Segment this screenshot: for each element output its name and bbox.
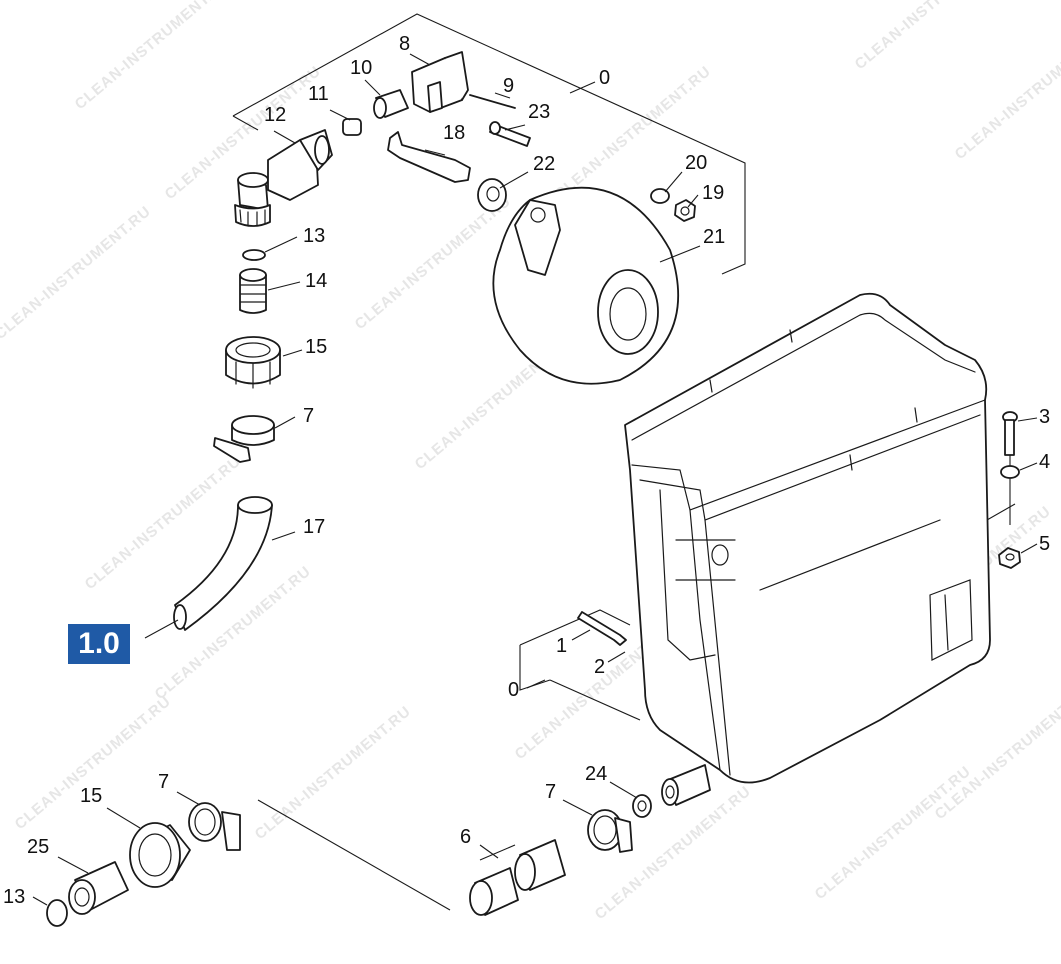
water-tank — [624, 292, 991, 784]
part-label-23: 23 — [528, 101, 550, 123]
union-nut — [129, 822, 191, 888]
part-label-15: 15 — [80, 785, 102, 807]
watermark: CLEAN-INSTRUMENT.RU — [932, 683, 1061, 823]
part-label-4: 4 — [1039, 451, 1050, 473]
watermark: CLEAN-INSTRUMENT.RU — [552, 63, 715, 203]
part-label-21: 21 — [703, 226, 725, 248]
float-ball — [492, 186, 680, 385]
leader-lines — [32, 53, 1038, 906]
part-label-8: 8 — [399, 33, 410, 55]
watermark: CLEAN-INSTRUMENT.RU — [252, 703, 415, 843]
part-label-0: 0 — [599, 67, 610, 89]
part-label-11: 11 — [308, 83, 329, 105]
screw — [489, 121, 531, 147]
watermark: CLEAN-INSTRUMENT.RU — [812, 763, 975, 903]
watermark: CLEAN-INSTRUMENT.RU — [952, 23, 1061, 163]
part-label-10: 10 — [350, 57, 372, 79]
watermark: CLEAN-INSTRUMENT.RU — [352, 193, 515, 333]
bolt — [1002, 411, 1018, 456]
watermark: CLEAN-INSTRUMENT.RU — [12, 693, 175, 833]
sleeve — [373, 89, 409, 119]
part-label-13: 13 — [303, 225, 325, 247]
cotter-pin — [577, 611, 627, 646]
washer — [1000, 465, 1020, 479]
part-label-9: 9 — [503, 75, 514, 97]
float-lever — [387, 131, 471, 183]
part-label-7: 7 — [545, 781, 556, 803]
part-label-7: 7 — [158, 771, 169, 793]
hose-nipple — [68, 861, 129, 915]
o-ring — [242, 249, 266, 261]
part-label-17: 17 — [303, 516, 325, 538]
elbow-fitting — [234, 129, 333, 227]
union-nut — [225, 336, 281, 389]
part-number-labels: 0 8 9 10 11 12 18 23 22 20 19 21 13 14 1… — [3, 33, 1050, 908]
watermark: CLEAN-INSTRUMENT.RU — [0, 203, 154, 343]
part-label-2: 2 — [594, 656, 605, 678]
tank-outlet — [661, 764, 711, 806]
part-label-6: 6 — [460, 826, 471, 848]
part-label-13: 13 — [3, 886, 25, 908]
part-label-12: 12 — [264, 104, 286, 126]
grommet — [632, 794, 652, 818]
hose-nipple — [239, 268, 267, 314]
hose-clamp — [213, 415, 275, 463]
part-label-1: 1 — [556, 635, 567, 657]
hex-nut — [674, 199, 696, 222]
pipe-sleeve — [469, 839, 566, 916]
part-label-24: 24 — [585, 763, 607, 785]
valve-housing — [411, 51, 469, 113]
washer — [650, 188, 670, 204]
hose-clamp — [188, 802, 241, 851]
part-label-22: 22 — [533, 153, 555, 175]
part-label-7: 7 — [303, 405, 314, 427]
part-label-15: 15 — [305, 336, 327, 358]
pin — [469, 94, 516, 109]
o-ring — [46, 899, 68, 927]
gear-nut — [477, 178, 507, 212]
hose-clamp — [587, 809, 633, 853]
hose — [174, 504, 273, 631]
part-label-20: 20 — [685, 152, 707, 174]
part-label-14: 14 — [305, 270, 327, 292]
part-label-5: 5 — [1039, 533, 1050, 555]
hose-end — [173, 604, 187, 630]
part-label-18: 18 — [443, 122, 465, 144]
watermark: CLEAN-INSTRUMENT.RU — [852, 0, 1015, 73]
watermark: CLEAN-INSTRUMENT.RU — [72, 0, 235, 113]
part-label-25: 25 — [27, 836, 49, 858]
section-badge: 1.0 — [68, 624, 130, 664]
hex-nut — [998, 547, 1021, 569]
part-label-3: 3 — [1039, 406, 1050, 428]
part-label-19: 19 — [702, 182, 724, 204]
part-label-0: 0 — [508, 679, 519, 701]
hose-end — [237, 496, 273, 514]
seal-ring — [342, 118, 362, 136]
